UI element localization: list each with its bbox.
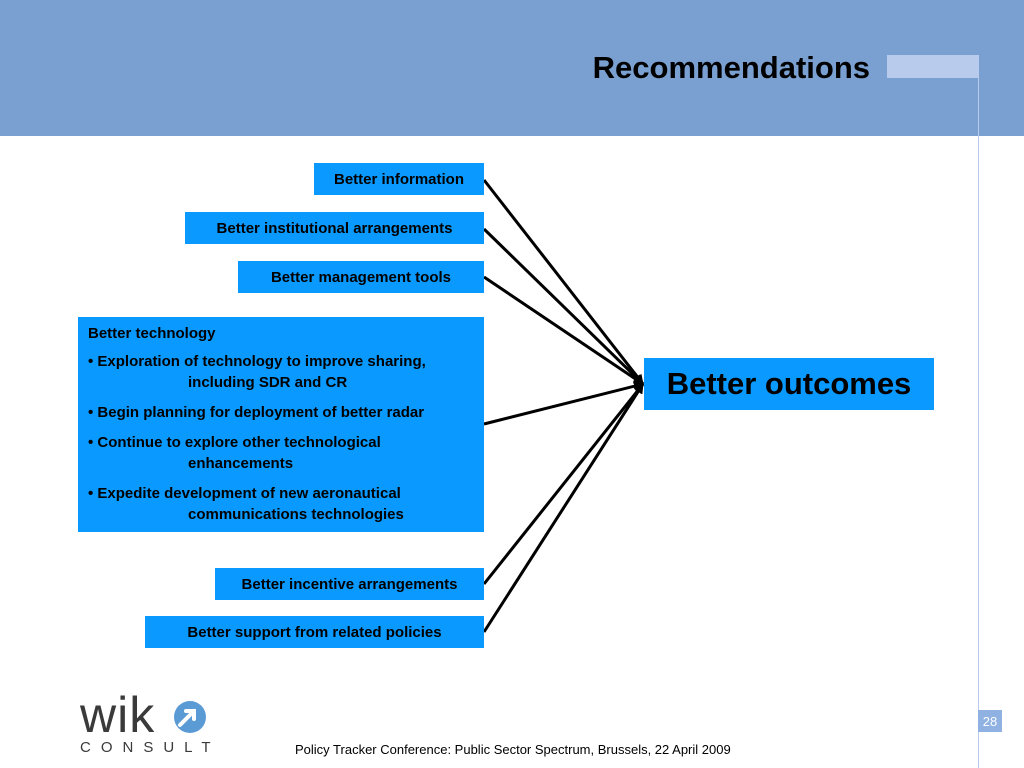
arrow-better-information: [482, 179, 645, 385]
arrow-better-institutional-arrangements: [482, 227, 645, 386]
bullet-item: • Begin planning for deployment of bette…: [88, 404, 425, 421]
bullet-item: • Exploration of technology to improve s…: [88, 353, 426, 391]
box-label: Better management tools: [270, 268, 452, 286]
box-better-outcomes: Better outcomes: [644, 358, 934, 410]
box-label: Better technology: [88, 325, 216, 342]
box-better-institutional-arrangements: Better institutional arrangements: [185, 212, 484, 244]
box-label: Better institutional arrangements: [216, 219, 453, 237]
page-number: 28: [978, 710, 1002, 732]
wik-consult-logo: wik CONSULT: [80, 687, 221, 756]
title-accent-bar: [887, 55, 978, 78]
arrow-better-management-tools: [483, 275, 644, 386]
logo-subtitle: CONSULT: [80, 739, 221, 756]
vertical-accent-line: [978, 55, 979, 768]
box-better-incentive-arrangements: Better incentive arrangements: [215, 568, 484, 600]
box-better-support-from-related-policies: Better support from related policies: [145, 616, 484, 648]
box-label: Better support from related policies: [187, 623, 442, 641]
footer-text: Policy Tracker Conference: Public Sector…: [295, 742, 731, 757]
box-label: Better incentive arrangements: [241, 575, 458, 593]
bullet-item: • Expedite development of new aeronautic…: [88, 485, 404, 523]
arrow-better-incentive-arrangements: [482, 383, 645, 585]
box-better-information: Better information: [314, 163, 484, 195]
arrow-better-support: [482, 383, 645, 633]
box-label: Better information: [333, 170, 464, 188]
outcome-label: Better outcomes: [666, 366, 912, 401]
header-band: [0, 0, 1024, 136]
logo-wordmark: wik: [80, 687, 156, 743]
bullet-item: • Continue to explore other technologica…: [88, 434, 381, 472]
box-better-management-tools: Better management tools: [238, 261, 484, 293]
arrow-better-technology: [483, 381, 644, 426]
slide-title: Recommendations: [592, 50, 870, 85]
arrow-circle-icon: [174, 701, 206, 733]
box-better-technology: Better technology • Exploration of techn…: [78, 317, 484, 532]
